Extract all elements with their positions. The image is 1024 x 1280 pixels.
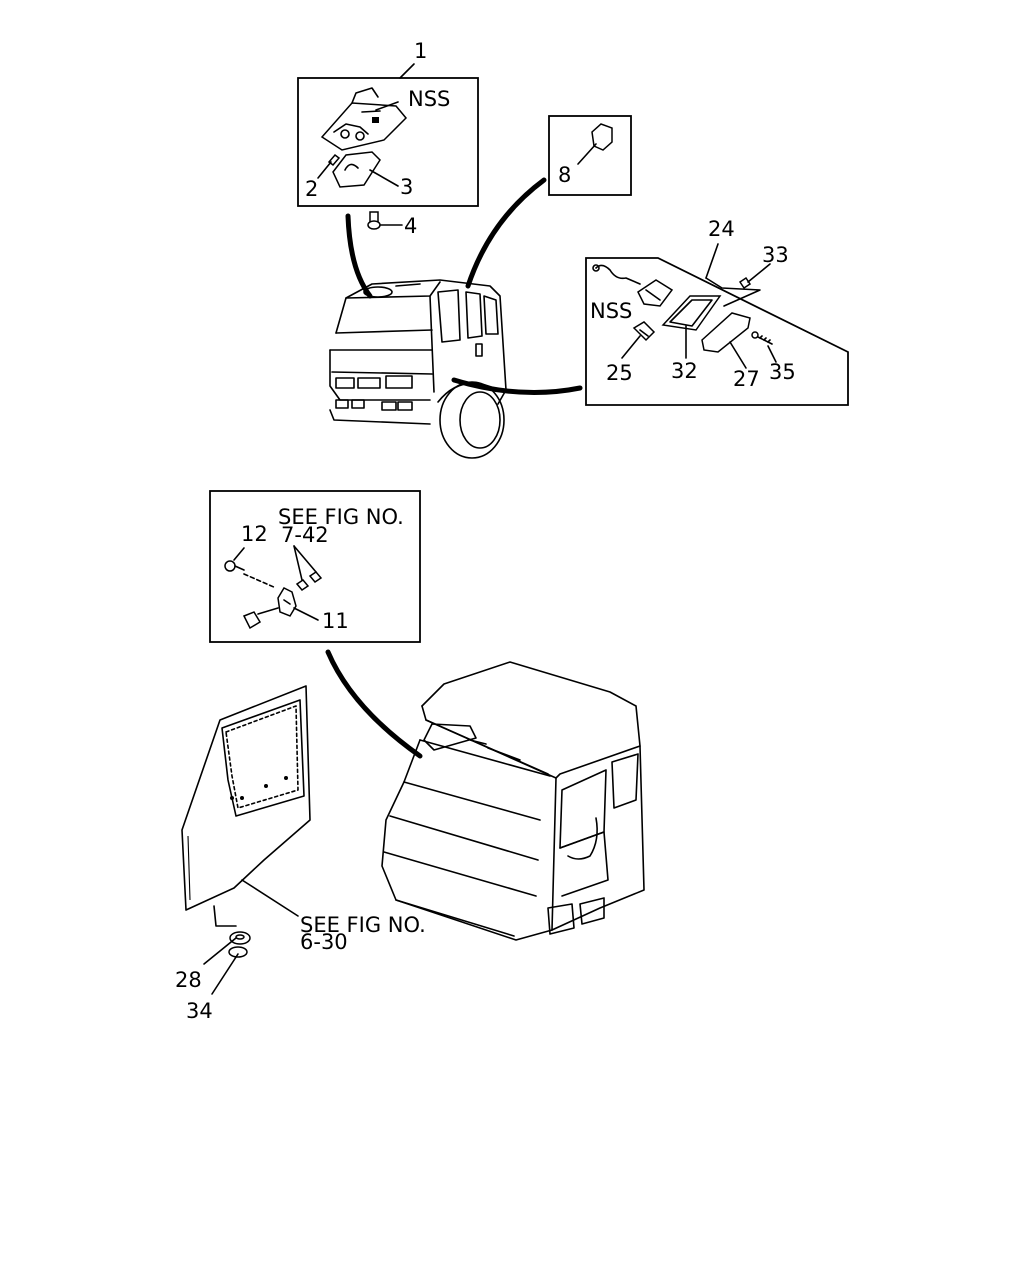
callout-1: 1	[414, 39, 427, 63]
door-hinge-part-34	[228, 946, 248, 958]
bolt-part-12	[224, 560, 245, 572]
callout-25: 25	[606, 361, 633, 385]
part-8-inset: 8	[548, 115, 632, 196]
side-lamp-inset: 24 33 NSS 25 32 27 35	[585, 217, 849, 406]
door-panel: SEE FIG NO. 6-30 28 34	[175, 685, 426, 1023]
note-fig-number-6-30: 6-30	[300, 930, 348, 954]
screw-part-4	[367, 211, 381, 230]
note-see-fig-6-30: SEE FIG NO.	[300, 913, 426, 937]
callout-11: 11	[322, 609, 349, 633]
lamp-lens-part-27	[701, 312, 751, 353]
dome-lamp-housing	[320, 87, 408, 151]
lamp-bulb-part-25	[632, 321, 656, 342]
dome-lamp-inset-frame	[297, 77, 479, 207]
lens-part-3	[332, 151, 381, 188]
part-8-inset-frame	[548, 115, 632, 196]
callout-12: 12	[241, 522, 268, 546]
pointer-door-striker	[325, 649, 423, 759]
pointer-dome-lamp	[345, 213, 373, 299]
note-nss-dome-lamp: NSS	[408, 87, 450, 111]
dome-lamp-inset: 1 NSS 2 3 4	[297, 39, 479, 238]
callout-24: 24	[708, 217, 735, 241]
callout-4: 4	[404, 214, 417, 238]
door-striker-inset: SEE FIG NO. 7-42 12 11	[209, 490, 421, 643]
truck-cab-rear-3-4-view	[381, 661, 645, 941]
door-hinge-part-28	[229, 931, 251, 945]
striker-part-11	[242, 587, 297, 630]
callout-34: 34	[186, 999, 213, 1023]
callout-2: 2	[305, 177, 318, 201]
screw-part-33	[738, 276, 752, 290]
screw-part-35	[751, 331, 773, 345]
note-see-fig-7-42: SEE FIG NO.	[278, 505, 404, 529]
callout-32: 32	[671, 359, 698, 383]
pointer-side-lamp	[451, 377, 583, 395]
callout-27: 27	[733, 367, 760, 391]
callout-33: 33	[762, 243, 789, 267]
pointer-part-8	[465, 177, 547, 289]
callout-8: 8	[558, 163, 571, 187]
striker-screws	[295, 571, 323, 591]
callout-28: 28	[175, 968, 202, 992]
note-nss-side-lamp: NSS	[590, 299, 632, 323]
callout-35: 35	[769, 360, 796, 384]
callout-3: 3	[400, 175, 413, 199]
note-fig-number-7-42: 7-42	[281, 523, 329, 547]
truck-cab-front-view	[329, 177, 583, 459]
lamp-socket-wire	[592, 264, 674, 307]
gasket-part-32	[661, 295, 722, 331]
